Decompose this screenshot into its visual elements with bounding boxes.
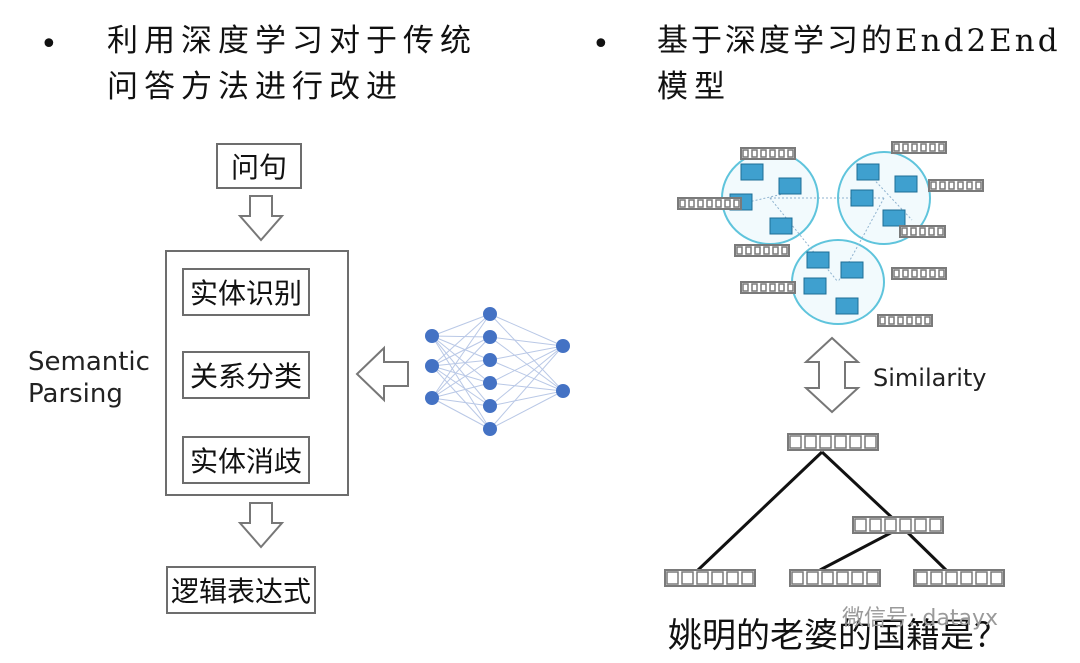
nn-edge	[489, 345, 564, 361]
kg-node	[894, 175, 918, 193]
right-bullet: •	[592, 27, 610, 62]
kg-vector	[891, 267, 947, 280]
nn-node	[483, 399, 497, 413]
nn-edge	[489, 345, 564, 430]
hollow-left-arrow	[355, 345, 409, 403]
left-heading-line2: 问答方法进行改进	[107, 69, 403, 105]
nn-edge	[431, 359, 491, 367]
nn-edge	[431, 397, 491, 407]
nn-edge	[431, 313, 491, 367]
nn-edge	[431, 313, 491, 399]
nn-node	[483, 307, 497, 321]
kg-node	[840, 261, 864, 279]
nn-node	[425, 391, 439, 405]
tree-edge	[819, 525, 903, 572]
step-relation-classification: 关系分类	[182, 351, 310, 399]
nn-edge	[431, 335, 491, 361]
hollow-down-arrow-1	[237, 195, 285, 242]
right-heading-line2: 模型	[657, 69, 731, 105]
nn-edge	[431, 359, 491, 399]
tree-edge	[900, 525, 948, 572]
kg-node	[803, 277, 827, 295]
group-label-line1: Semantic	[28, 347, 150, 377]
output-box: 逻辑表达式	[166, 566, 316, 614]
nn-edge	[431, 335, 491, 407]
right-heading-line1: 基于深度学习的End2End	[657, 23, 1061, 59]
nn-node	[483, 376, 497, 390]
nn-edge	[431, 336, 491, 399]
left-heading-line1: 利用深度学习对于传统	[107, 23, 477, 59]
kg-vector	[928, 179, 984, 192]
step-entity-disambiguation: 实体消歧	[182, 436, 310, 484]
tree-edge	[696, 450, 824, 572]
nn-edge	[431, 365, 491, 384]
semantic-parsing-group	[165, 250, 349, 496]
watermark: 微信号: datayx	[842, 606, 998, 631]
kg-node	[778, 177, 802, 195]
kg-vector	[899, 225, 946, 238]
nn-edge	[431, 365, 491, 430]
nn-edge	[431, 397, 491, 430]
kg-node	[835, 297, 859, 315]
nn-edge	[431, 313, 491, 337]
nn-edge	[489, 390, 564, 430]
kg-vector	[891, 141, 947, 154]
nn-edge	[489, 390, 564, 407]
nn-edge	[489, 345, 564, 407]
knowledge-graph-icon	[677, 141, 984, 327]
nn-node	[556, 384, 570, 398]
nn-edge	[431, 335, 491, 384]
tree-vector	[664, 569, 756, 587]
nn-edge	[431, 335, 491, 338]
tree-vector	[787, 433, 879, 451]
nn-node	[425, 359, 439, 373]
hollow-down-arrow-2	[237, 502, 285, 549]
kg-vector	[740, 147, 796, 160]
similarity-label: Similarity	[873, 364, 987, 392]
nn-node	[425, 329, 439, 343]
double-vertical-arrow	[803, 336, 861, 414]
nn-node	[483, 422, 497, 436]
question-text: 姚明的老婆的国籍是？	[668, 616, 1008, 656]
kg-node	[769, 217, 793, 235]
tree-vector	[789, 569, 881, 587]
tree-vector	[852, 516, 944, 534]
nn-edge	[489, 313, 564, 347]
kg-node	[882, 209, 906, 227]
nn-edge	[431, 365, 491, 407]
parse-tree-icon	[664, 433, 1005, 587]
tree-vector	[913, 569, 1005, 587]
kg-node	[850, 189, 874, 207]
nn-edge	[431, 382, 491, 399]
kg-vector	[734, 244, 790, 257]
kg-vector	[677, 197, 742, 210]
kg-node	[806, 251, 830, 269]
kg-node	[740, 163, 764, 181]
step-entity-recognition: 实体识别	[182, 268, 310, 316]
nn-edge	[431, 335, 491, 430]
tree-edge	[820, 450, 904, 529]
nn-node	[483, 330, 497, 344]
nn-node	[483, 353, 497, 367]
nn-edge	[431, 336, 491, 367]
question-box: 问句	[216, 143, 302, 189]
kg-node	[856, 163, 880, 181]
nn-edge	[489, 345, 564, 384]
kg-vector	[877, 314, 933, 327]
kg-vector	[740, 281, 796, 294]
nn-node	[556, 339, 570, 353]
group-label-line2: Parsing	[28, 379, 123, 409]
neural-network-icon	[425, 307, 570, 436]
nn-edge	[489, 336, 564, 347]
left-bullet: •	[40, 27, 58, 62]
